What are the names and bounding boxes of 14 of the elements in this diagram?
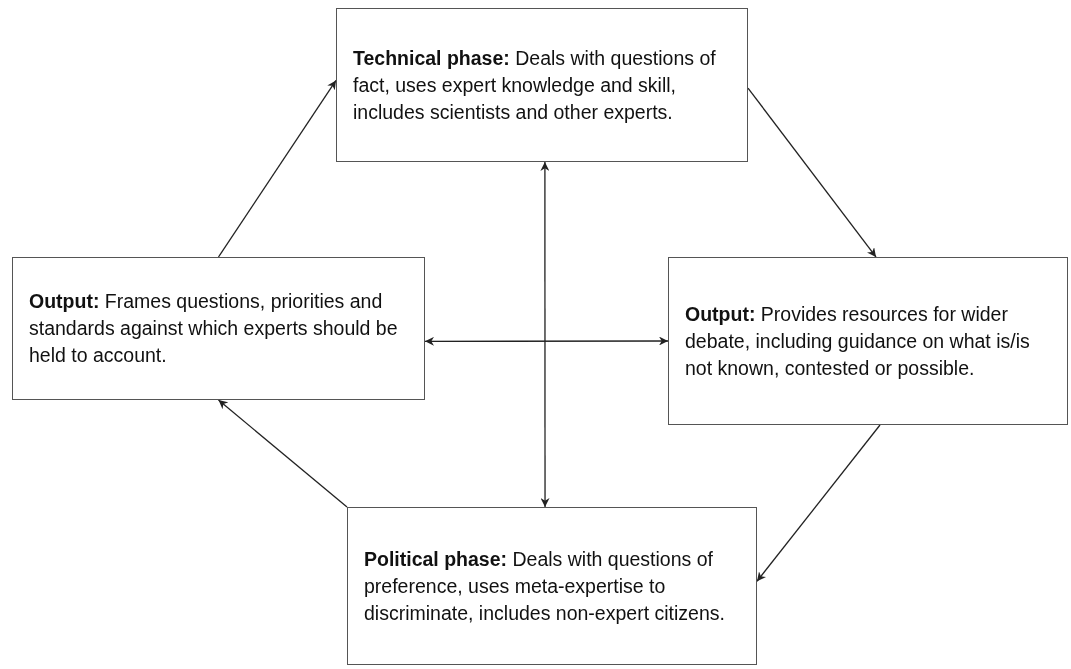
- text-box: [336, 8, 748, 162]
- text-box: [12, 257, 425, 400]
- arrow: [540, 161, 550, 508]
- box-text: Output: Provides resources for wider debate, including guidance on what is/is not known, contested or possible.: [685, 301, 1031, 381]
- arrow: [747, 87, 877, 258]
- text-box: [668, 257, 1068, 425]
- arrow: [756, 424, 881, 582]
- arrow: [217, 79, 337, 258]
- arrow: [424, 336, 669, 346]
- box-text: Output: Frames questions, priorities and standards against which experts should be held to account.: [29, 289, 399, 368]
- box-text: Technical phase: Deals with questions of fact, uses expert knowledge and skill, includes scientists and other experts.: [353, 45, 717, 125]
- arrow: [217, 399, 348, 508]
- text-box: [347, 507, 757, 665]
- box-text: Political phase: Deals with questions of preference, uses meta-expertise to discriminate, includes non-expert citizens.: [364, 546, 726, 626]
